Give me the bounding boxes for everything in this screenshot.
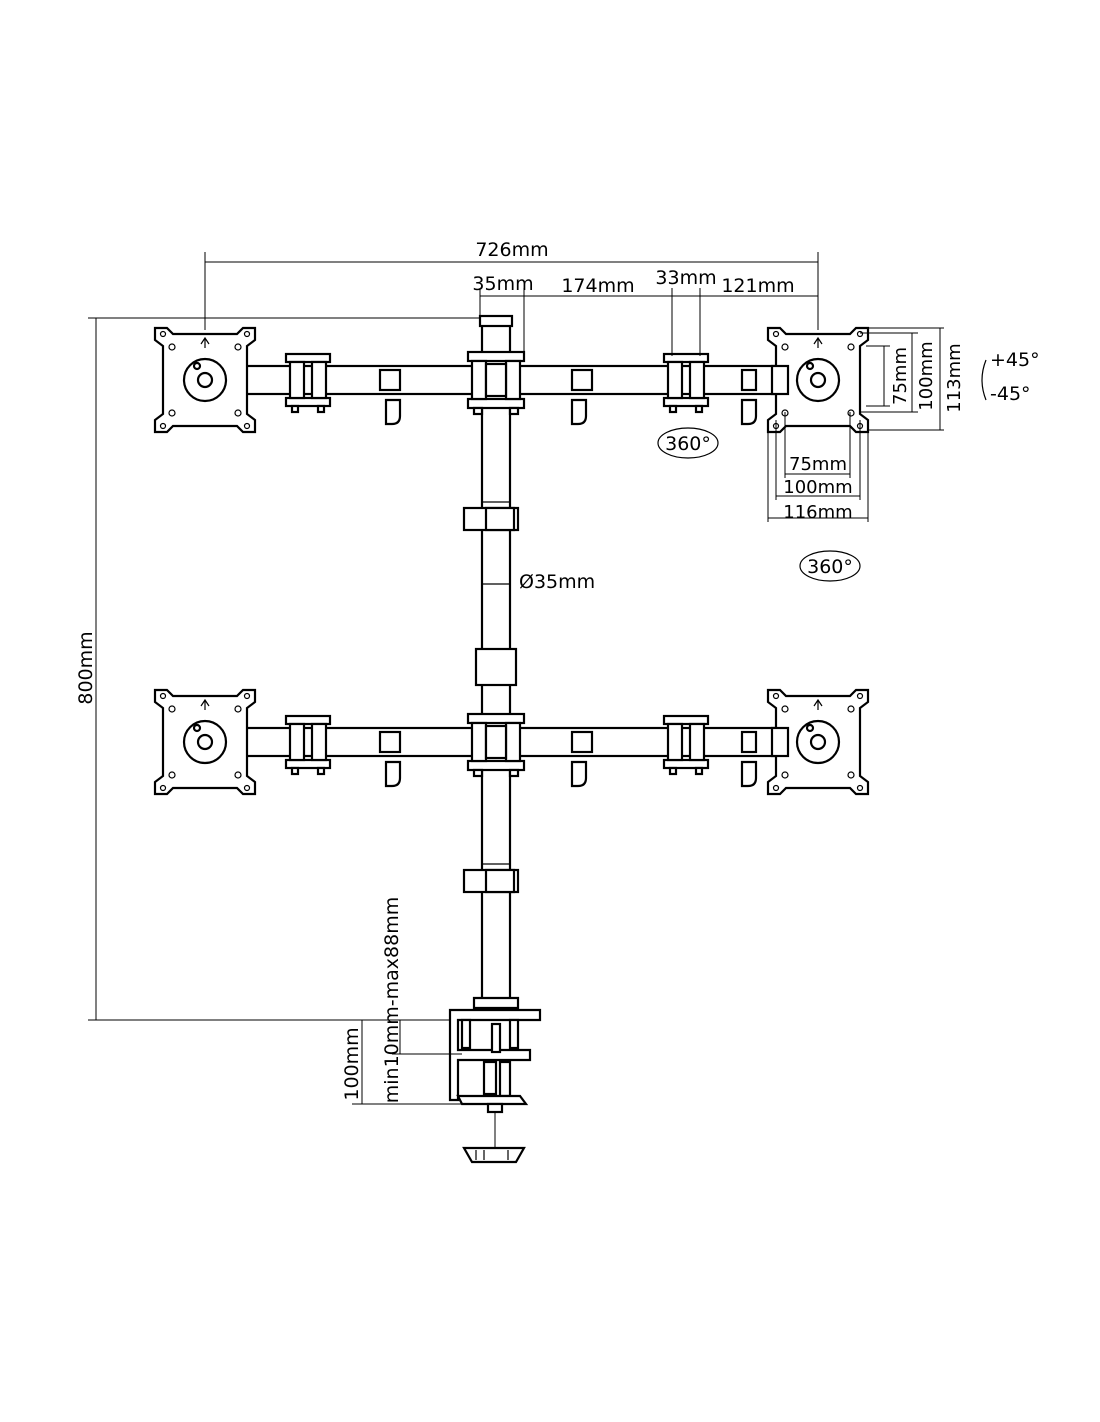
label-pole-to-arm: 35mm bbox=[472, 273, 533, 295]
mount-drawing bbox=[155, 314, 868, 1164]
label-total-width: 726mm bbox=[475, 239, 548, 261]
label-height: 800mm bbox=[75, 631, 97, 704]
label-vesa-h100: 100mm bbox=[783, 477, 852, 498]
label-clamp-height: 100mm bbox=[341, 1027, 363, 1100]
label-swivel-plate: 360° bbox=[807, 556, 853, 578]
label-pole-diameter: Ø35mm bbox=[519, 571, 595, 593]
label-plate-height: 113mm bbox=[944, 343, 965, 412]
upper-arm-assembly bbox=[155, 328, 868, 432]
label-tilt-up: +45° bbox=[990, 349, 1040, 371]
desk-clamp bbox=[448, 996, 542, 1164]
label-tilt-down: -45° bbox=[990, 383, 1031, 405]
label-end-segment: 121mm bbox=[721, 275, 794, 297]
label-joint-width: 33mm bbox=[655, 267, 716, 289]
label-vesa-h75: 75mm bbox=[789, 454, 847, 475]
label-arm-segment: 174mm bbox=[561, 275, 634, 297]
lower-arm-assembly bbox=[155, 690, 868, 794]
dimension-labels: 726mm 35mm 174mm 33mm 121mm Ø35mm 800mm … bbox=[75, 239, 1040, 1103]
label-swivel-arm: 360° bbox=[665, 433, 711, 455]
label-clamp-range: min10mm-max88mm bbox=[381, 897, 403, 1103]
dimension-lines bbox=[88, 252, 987, 1105]
pole-collar bbox=[474, 647, 518, 687]
label-vesa-v100: 100mm bbox=[916, 341, 937, 410]
label-vesa-v75: 75mm bbox=[890, 347, 911, 405]
label-plate-width: 116mm bbox=[783, 502, 852, 523]
